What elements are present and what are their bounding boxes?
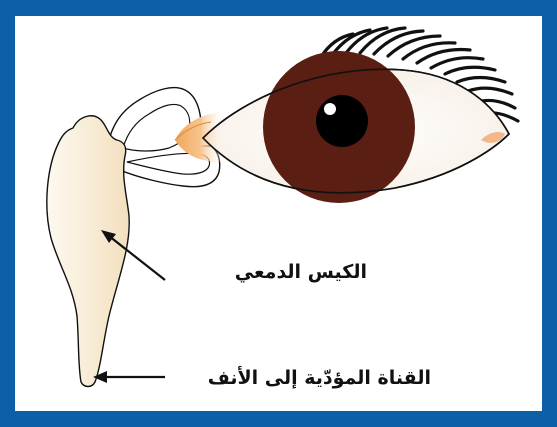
tear-drainage-diagram: [15, 16, 542, 411]
pupil-highlight: [324, 103, 336, 115]
diagram-panel: الكيس الدمعي القناة المؤدّية إلى الأنف: [15, 16, 542, 411]
arrow-nasolacrimal-duct: [93, 371, 165, 383]
nasolacrimal-duct-label: القناة المؤدّية إلى الأنف: [208, 369, 431, 388]
lacrimal-sac-label: الكيس الدمعي: [235, 263, 367, 282]
lacrimal-sac-shape: [47, 116, 129, 387]
pupil: [316, 95, 368, 147]
